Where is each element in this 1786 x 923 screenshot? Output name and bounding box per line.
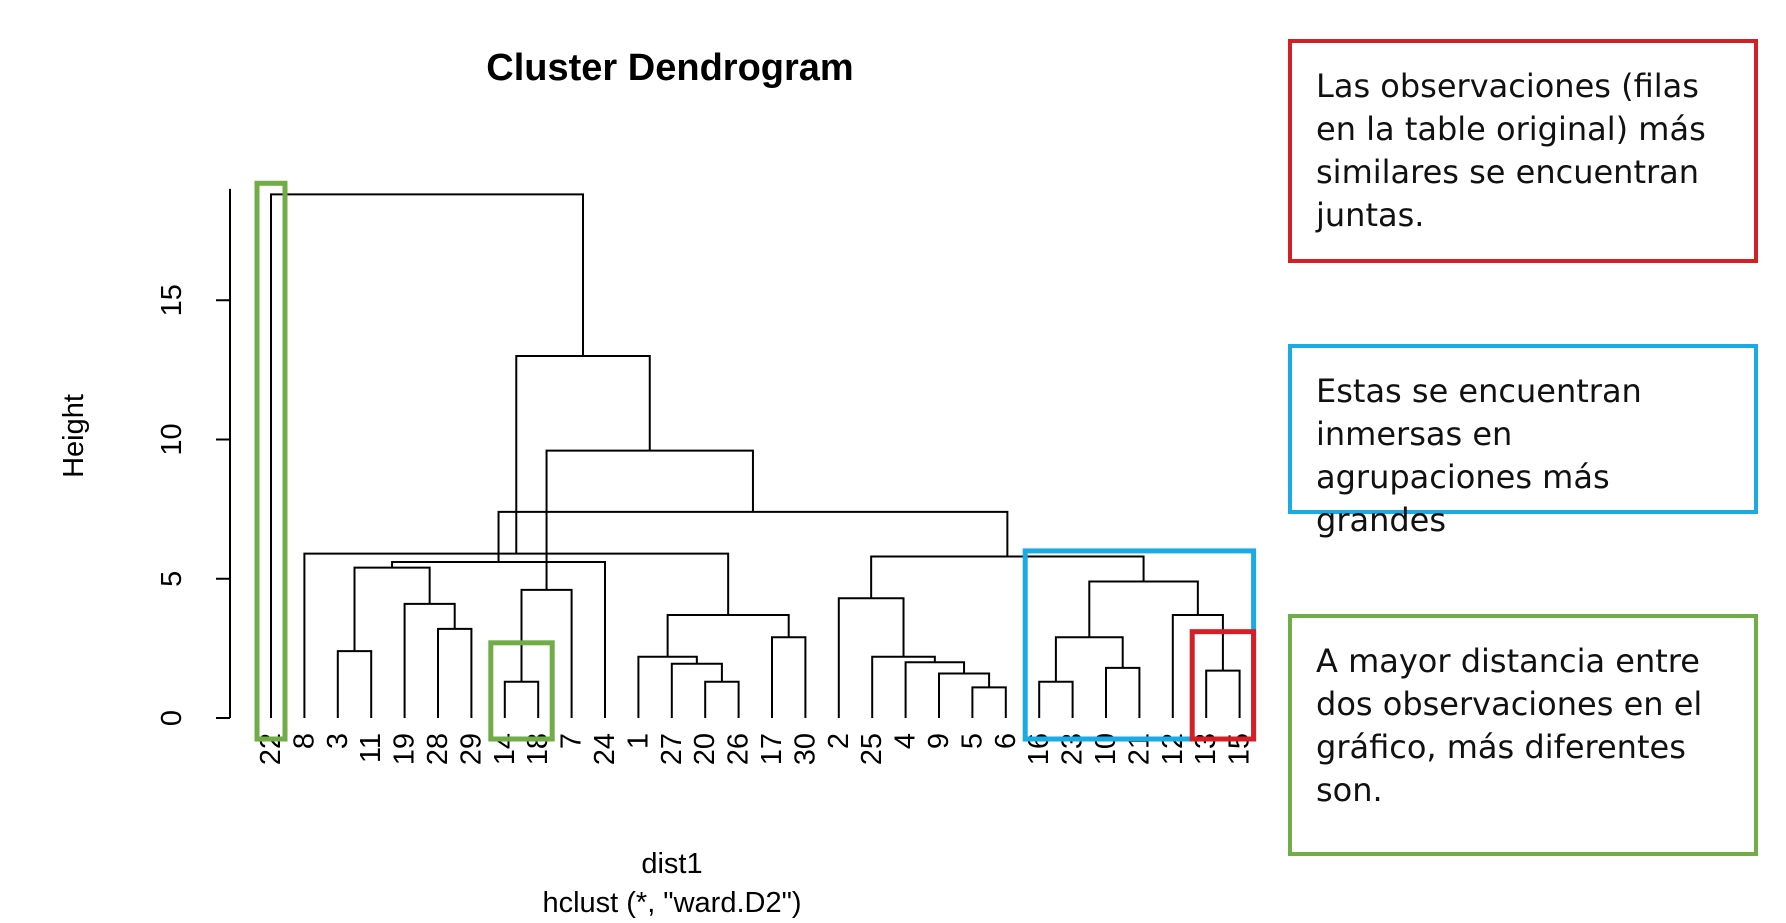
dendrogram-merge <box>837 597 905 718</box>
chart-title: Cluster Dendrogram <box>486 47 853 89</box>
y-tick-label: 0 <box>156 710 188 726</box>
dendrogram-merge <box>353 566 431 652</box>
dendrogram-merge <box>270 193 585 718</box>
note-distance-text: A mayor distancia entre dos observacione… <box>1316 642 1703 809</box>
x-axis-subtitle: hclust (*, "ward.D2") <box>542 887 801 919</box>
leaf-label: 24 <box>589 733 621 765</box>
leaf-label: 8 <box>288 733 320 749</box>
dendrogram-merge <box>938 672 991 718</box>
dendrogram-merge <box>637 655 698 718</box>
leaf-label: 28 <box>422 733 454 765</box>
leaf-label: 26 <box>723 733 755 765</box>
red-highlight-13-15 <box>1189 629 1257 742</box>
leaf-label: 7 <box>556 733 588 749</box>
highlight-boxes <box>254 180 1257 742</box>
dendrogram-merge <box>1088 580 1199 638</box>
dendrogram-merge <box>391 561 606 718</box>
dendrogram-merge <box>403 602 456 718</box>
leaf-label: 30 <box>789 733 821 765</box>
leaf-label: 29 <box>455 733 487 765</box>
leaf-label: 3 <box>322 733 354 749</box>
dendrogram-merge <box>336 650 373 718</box>
dendrogram-merge <box>704 680 740 718</box>
leaf-label: 6 <box>990 733 1022 749</box>
green-highlight-22 <box>254 180 288 742</box>
dendrogram-branches <box>270 193 1241 718</box>
note-similar-observations: Las observaciones (filas en la table ori… <box>1288 39 1758 263</box>
dendrogram-merge <box>771 636 807 718</box>
x-axis-label: dist1 <box>641 848 702 880</box>
dendrogram-merge <box>303 552 730 718</box>
dendrogram-merge <box>1105 666 1141 718</box>
leaf-label: 20 <box>689 733 721 765</box>
dendrogram-plot: Cluster Dendrogram Height dist1 hclust (… <box>58 47 1257 919</box>
leaf-label: 4 <box>890 733 922 749</box>
dendrogram-merge <box>515 354 651 554</box>
leaf-label: 27 <box>656 733 688 765</box>
leaf-label: 11 <box>355 733 387 763</box>
dendrogram-merge <box>904 661 966 718</box>
dendrogram-merge <box>971 686 1007 718</box>
dendrogram-merge <box>871 655 936 718</box>
dendrogram-merge <box>870 555 1145 599</box>
leaf-label: 1 <box>622 733 654 749</box>
leaf-label: 19 <box>389 733 421 765</box>
y-tick-label: 10 <box>156 423 188 455</box>
dendrogram-merge <box>520 588 573 718</box>
dendrogram-merge <box>545 449 754 590</box>
note-distance-difference: A mayor distancia entre dos observacione… <box>1288 614 1758 856</box>
leaf-label: 17 <box>756 733 788 765</box>
dendrogram-merge <box>437 627 473 718</box>
dendrogram-merge <box>503 680 540 718</box>
leaf-label: 9 <box>923 733 955 749</box>
y-tick-label: 5 <box>156 571 188 587</box>
y-axis-label: Height <box>58 394 90 478</box>
dendrogram-merge <box>1038 680 1074 718</box>
dendrogram-merge <box>666 613 790 657</box>
y-axis: 0 5 10 15 <box>156 188 231 726</box>
note-similar-text: Las observaciones (filas en la table ori… <box>1316 67 1706 234</box>
note-larger-groups: Estas se encuentran inmersas en agrupaci… <box>1288 344 1758 539</box>
leaf-label: 2 <box>823 733 855 749</box>
dendrogram-merge <box>670 662 723 718</box>
leaf-label: 25 <box>856 733 888 765</box>
leaf-label: 5 <box>956 733 988 749</box>
dendrogram-merge <box>1205 669 1241 718</box>
dendrogram-merge <box>1054 636 1124 682</box>
green-highlight-14-18 <box>488 640 555 742</box>
y-tick-label: 15 <box>156 284 188 316</box>
note-larger-groups-text: Estas se encuentran inmersas en agrupaci… <box>1316 372 1642 539</box>
